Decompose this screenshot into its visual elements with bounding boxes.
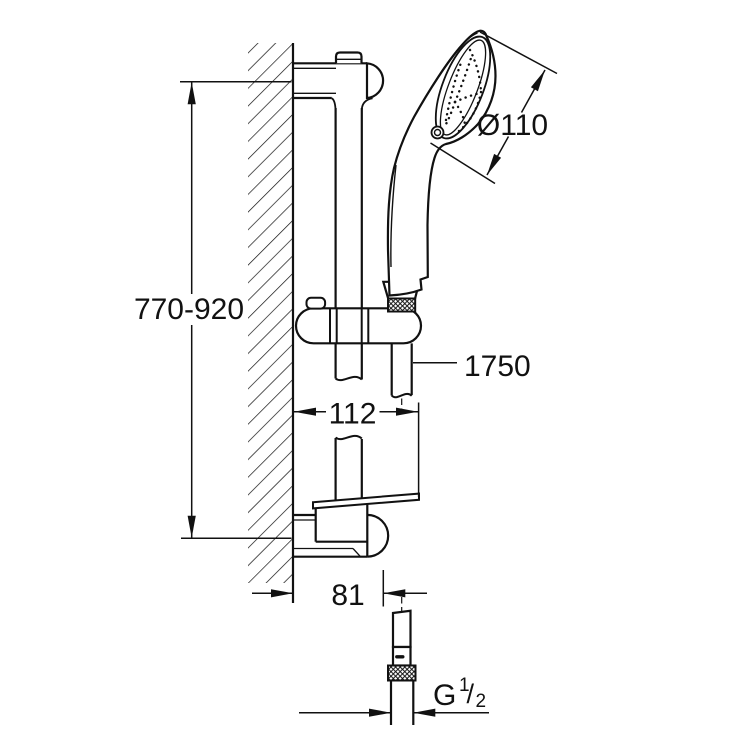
shower-rail [334,108,363,501]
thread-letter: G [433,679,456,712]
dim-diameter-label: Ø110 [477,109,548,142]
head-back-contour [415,32,478,114]
handshower-outline [386,29,497,297]
hose-break-cut [390,392,413,399]
arrowhead-down [187,515,196,538]
cone-knurled-nut [387,297,417,313]
face-pivot-outer-circle [430,125,445,140]
spray-arc-2 [457,90,483,133]
thread-denominator: 2 [476,691,487,712]
spray-nozzle-pattern [443,48,483,133]
dim-hose-length-label: 1750 [464,350,531,383]
arrowhead-right [396,407,418,416]
thread-numerator: 1 [459,675,470,696]
dimensions: 770-920 Ø110 1750 112 [134,31,558,717]
arrowhead-upper-right [530,70,545,92]
connector-knurled-nut [387,664,417,682]
release-button [305,296,327,310]
spray-arc-1 [468,48,483,94]
dim-head-diameter: Ø110 [430,31,558,185]
arrowhead-right-inward-2 [369,708,391,717]
shower-hose [390,343,413,413]
connector-upper-sleeve [391,609,412,649]
bottom-bracket-end-cap [367,513,390,558]
arrowhead-right-inward [271,589,293,598]
dim-thread-label: G 1 / 2 [433,675,486,712]
dim-wall-to-outlet-label: 81 [331,579,364,612]
bottom-wall-bracket [293,492,420,558]
spray-ray-3 [453,100,467,126]
dim-diameter-ext-bottom [430,142,496,185]
rail-break-cut-upper [334,375,363,382]
wall-hatch [248,43,293,583]
dim-diameter-ext-top [479,31,558,75]
dim-wall-to-outlet: 81 [252,570,427,612]
arrowhead-up [187,82,196,105]
wall [248,43,295,603]
spray-ray-1 [453,56,473,104]
bottom-arm-chamfer [352,548,361,558]
arrowhead-left-inward-2 [413,708,436,717]
dim-thread-size: G 1 / 2 [299,675,489,717]
spray-face-rim-outer [434,35,492,140]
arrowhead-left-inward [383,589,406,598]
hand-shower [386,29,497,297]
dim-wall-to-hose-label: 112 [329,398,377,431]
thread-slash: / [467,679,475,709]
dim-height-range: 770-920 [134,80,292,540]
dim-height-label: 770-920 [134,293,244,326]
face-pivot-inner-circle [433,128,442,137]
handle-contour [390,164,397,268]
spray-face-rim-inner [439,39,487,136]
dim-wall-to-hose: 112 [294,398,420,497]
top-bracket-end-cap [365,62,385,100]
dim-hose-length: 1750 [413,350,531,383]
rail-fillet-right [360,97,373,110]
rail-break-cut-lower [334,434,363,441]
spray-arc-3 [444,58,464,122]
arrowhead-left [294,407,316,416]
spray-ray-4 [443,100,457,128]
hose-connector [387,597,417,725]
top-wall-bracket [293,51,385,110]
soap-dish-tray [312,492,420,510]
slider-body [294,307,423,345]
arrowhead-lower-left [487,153,502,175]
rail-fillet-left [331,97,337,110]
top-screw-cover [334,51,363,64]
